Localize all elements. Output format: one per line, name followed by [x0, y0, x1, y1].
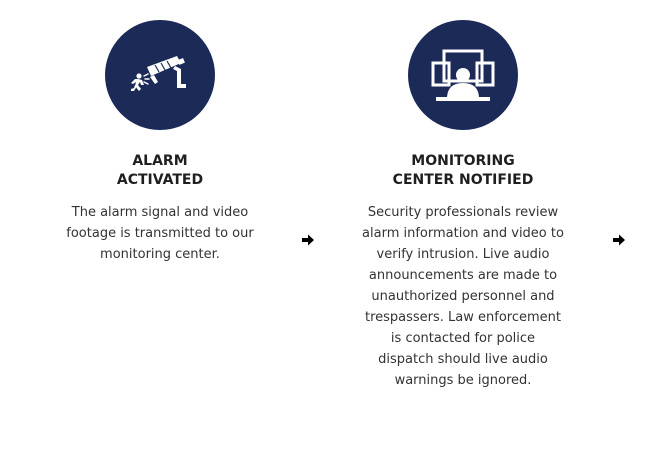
step-title-line: ACTIVATED [116, 172, 204, 188]
step-description: The alarm signal and video footage is tr… [66, 202, 253, 265]
step-alarm-activated: ALARM ACTIVATED The alarm signal and vid… [50, 20, 270, 265]
step-title-line: ALARM [132, 153, 188, 169]
step-title: MONITORING CENTER NOTIFIED [393, 152, 534, 190]
step-title-line: CENTER NOTIFIED [392, 172, 534, 188]
step-description-line: monitoring center. [100, 247, 220, 262]
step-description-line: unauthorized personnel and [371, 289, 555, 304]
arrow-right-icon [302, 231, 314, 246]
step-description-line: The alarm signal and video [71, 205, 249, 220]
step-description-line: warnings be ignored. [394, 373, 532, 388]
step-description: Security professionals review alarm info… [362, 202, 564, 391]
step-description-line: trespassers. Law enforcement [364, 310, 561, 325]
step-description-line: is contacted for police [390, 331, 536, 346]
step-description-line: alarm information and video to [362, 226, 564, 241]
step-monitoring-center-notified: MONITORING CENTER NOTIFIED Security prof… [348, 20, 578, 391]
step-title-line: MONITORING [411, 153, 515, 169]
arrow-right-icon [613, 231, 625, 246]
security-camera-icon [105, 20, 215, 130]
step-description-line: announcements are made to [368, 268, 558, 283]
step-title: ALARM ACTIVATED [117, 152, 203, 190]
monitoring-operator-icon [408, 20, 518, 130]
step-description-line: Security professionals review [367, 205, 559, 220]
step-description-line: dispatch should live audio [378, 352, 548, 367]
step-description-line: footage is transmitted to our [66, 226, 254, 241]
step-description-line: verify intrusion. Live audio [376, 247, 550, 262]
